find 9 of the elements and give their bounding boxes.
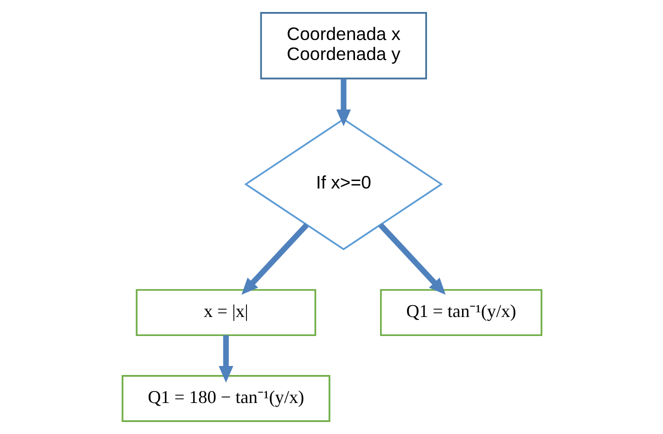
node-diamond: If x>=0 [244, 118, 442, 250]
arrow [336, 78, 350, 126]
arrow [218, 335, 233, 383]
node-box: Coordenada x Coordenada y [260, 12, 426, 80]
node-box: Q1 = 180 − tan⁻¹(y/x) [121, 375, 330, 422]
arrow [378, 222, 446, 295]
arrow [241, 222, 308, 295]
node-box: x = |x| [135, 289, 316, 336]
node-box: Q1 = tan⁻¹(y/x) [380, 289, 542, 336]
